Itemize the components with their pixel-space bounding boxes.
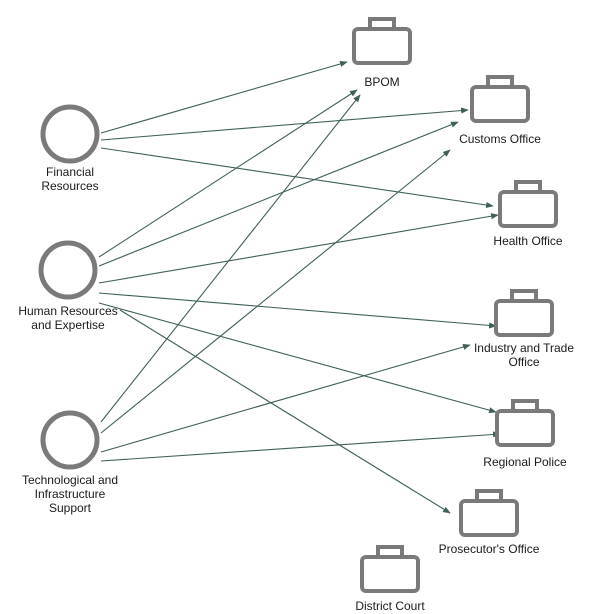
edge-tech-to-bpom	[100, 94, 361, 423]
briefcase-icon	[352, 17, 412, 65]
target-node-prosecutor[interactable]: Prosecutor's Office	[439, 489, 540, 556]
resource-circle-icon	[40, 104, 100, 164]
edge-tech-to-police	[100, 431, 501, 462]
target-label-prosecutor: Prosecutor's Office	[439, 542, 540, 556]
target-node-bpom[interactable]: BPOM	[352, 17, 412, 89]
edge-fin-to-customs	[100, 107, 469, 141]
edge-hr-to-police	[98, 302, 497, 414]
edge-fin-to-health	[100, 147, 494, 209]
briefcase-icon	[360, 545, 420, 593]
target-node-police[interactable]: Regional Police	[483, 399, 567, 469]
briefcase-icon	[494, 289, 554, 337]
briefcase-icon	[459, 489, 519, 537]
resource-circle-icon	[40, 410, 100, 470]
target-node-customs[interactable]: Customs Office	[459, 75, 541, 146]
briefcase-icon	[498, 180, 558, 228]
edge-tech-to-customs	[100, 149, 451, 434]
target-label-court: District Court	[355, 599, 425, 613]
target-label-health: Health Office	[493, 234, 562, 248]
edge-hr-to-industry	[98, 292, 497, 329]
edge-hr-to-prosecutor	[119, 309, 451, 514]
briefcase-icon	[470, 75, 530, 123]
target-node-health[interactable]: Health Office	[493, 180, 563, 248]
edge-hr-to-customs	[98, 121, 459, 267]
edge-hr-to-bpom	[98, 89, 358, 258]
target-node-court[interactable]: District Court	[355, 545, 425, 613]
edge-fin-to-bpom	[100, 60, 348, 134]
target-label-customs: Customs Office	[459, 132, 541, 146]
resource-circle-icon	[38, 240, 98, 300]
edges-layer	[98, 60, 501, 514]
target-label-bpom: BPOM	[364, 75, 399, 89]
briefcase-icon	[495, 399, 555, 447]
edge-hr-to-health	[98, 213, 499, 284]
target-label-police: Regional Police	[483, 455, 567, 469]
edge-tech-to-industry	[100, 343, 471, 453]
